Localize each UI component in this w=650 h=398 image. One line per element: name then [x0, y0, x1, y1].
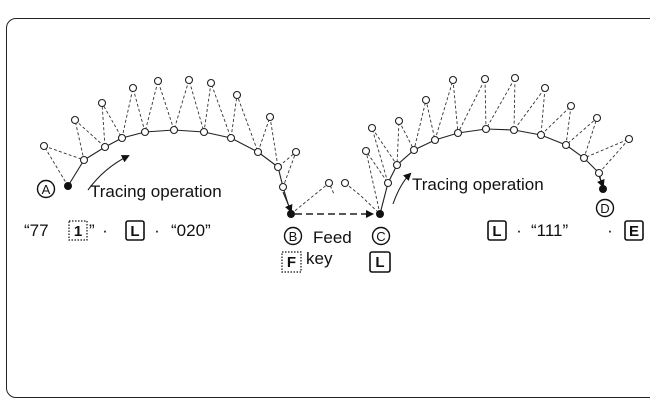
- label-c: C: [371, 226, 391, 246]
- trace-point: [206, 78, 216, 88]
- label-b: B: [283, 226, 303, 246]
- trace-point: [140, 127, 150, 137]
- sequence-quote-close: ”: [89, 221, 95, 240]
- left-key-sequence: “77 1 ” · L · “020”: [24, 220, 211, 241]
- sequence-separator: ·: [607, 221, 613, 240]
- trace-point: [536, 130, 546, 140]
- key-l-feed-box: [369, 251, 391, 273]
- key-1-box: [68, 220, 88, 241]
- tracing-arrow-left: [87, 155, 130, 191]
- trace-point: [566, 101, 576, 111]
- trace-point: [273, 162, 283, 172]
- trace-point: [70, 115, 80, 125]
- tracing-diagram: A B C D Tracing operation Tracing operat…: [24, 73, 644, 273]
- trace-point: [253, 147, 263, 157]
- key-1-label: 1: [74, 223, 82, 240]
- key-e-label: E: [629, 223, 639, 240]
- label-d: D: [595, 198, 615, 218]
- left-trace-arc: [39, 75, 301, 215]
- trace-point: [579, 153, 589, 163]
- trace-point: [291, 147, 301, 157]
- trace-point: [453, 128, 463, 138]
- trace-point: [592, 113, 602, 123]
- trace-point: [540, 83, 550, 93]
- trace-point: [340, 178, 350, 188]
- trace-point: [509, 125, 519, 135]
- point-d-dot: [599, 185, 607, 193]
- trace-point: [199, 127, 209, 137]
- point-b-dot: [287, 210, 295, 218]
- trace-point: [128, 83, 138, 93]
- trace-point: [153, 76, 163, 86]
- trace-point: [265, 112, 275, 122]
- trace-point: [561, 140, 571, 150]
- key-f-box: [281, 251, 302, 273]
- tracing-label-left: Tracing operation: [90, 182, 222, 201]
- tracing-arrow-right: [392, 172, 412, 205]
- feed-label: Feed: [313, 228, 352, 247]
- trace-point: [594, 168, 604, 178]
- trace-point: [117, 133, 127, 143]
- trace-point: [278, 182, 288, 192]
- middle-trace: [290, 178, 381, 215]
- label-a: A: [36, 179, 56, 199]
- sequence-separator: ·: [154, 221, 160, 240]
- trace-point: [226, 133, 236, 143]
- trace-point: [232, 90, 242, 100]
- key-label: key: [306, 249, 333, 268]
- right-trace-arc: [361, 73, 634, 215]
- trace-point: [324, 178, 334, 188]
- trace-point: [421, 95, 431, 105]
- arrow-into-b: [282, 191, 293, 213]
- key-f-label: F: [287, 254, 296, 271]
- key-l-right-box: [487, 220, 507, 241]
- key-e-box: [624, 220, 644, 241]
- key-l-box: [125, 220, 145, 241]
- trace-point: [383, 178, 393, 188]
- trace-point: [169, 125, 179, 135]
- trace-point: [100, 142, 110, 152]
- key-l-feed-label: L: [375, 254, 384, 271]
- feed-key-group: F L: [281, 251, 391, 273]
- trace-point: [392, 160, 402, 170]
- right-key-sequence: L · “111” · E: [487, 220, 644, 241]
- arrow-into-d: [597, 175, 605, 188]
- trace-points-left: [39, 75, 301, 192]
- sequence-separator: ·: [516, 221, 522, 240]
- key-l-right-label: L: [492, 223, 501, 240]
- trace-point: [481, 124, 491, 134]
- svg-text:D: D: [600, 201, 609, 216]
- trace-point: [409, 145, 419, 155]
- trace-point: [184, 75, 194, 85]
- svg-text:C: C: [376, 229, 385, 244]
- point-a-dot: [64, 182, 72, 190]
- svg-text:A: A: [42, 182, 51, 197]
- trace-point: [79, 155, 89, 165]
- svg-text:B: B: [289, 229, 298, 244]
- trace-point: [448, 75, 458, 85]
- trace-point: [430, 135, 440, 145]
- point-c-dot: [376, 210, 384, 218]
- sequence-quote-77: “77: [24, 221, 49, 240]
- trace-point: [367, 123, 377, 133]
- tracing-label-right: Tracing operation: [412, 175, 544, 194]
- trace-point: [624, 134, 634, 144]
- trace-point: [361, 146, 371, 156]
- trace-point: [510, 73, 520, 83]
- trace-point: [394, 116, 404, 126]
- sequence-separator: ·: [102, 221, 108, 240]
- trace-points-right: [361, 73, 634, 188]
- trace-point: [39, 141, 49, 151]
- key-l-label: L: [130, 223, 139, 240]
- sequence-code-111: “111”: [531, 221, 569, 240]
- sequence-code-020: “020”: [171, 221, 211, 240]
- trace-point: [480, 74, 490, 84]
- trace-point: [97, 98, 107, 108]
